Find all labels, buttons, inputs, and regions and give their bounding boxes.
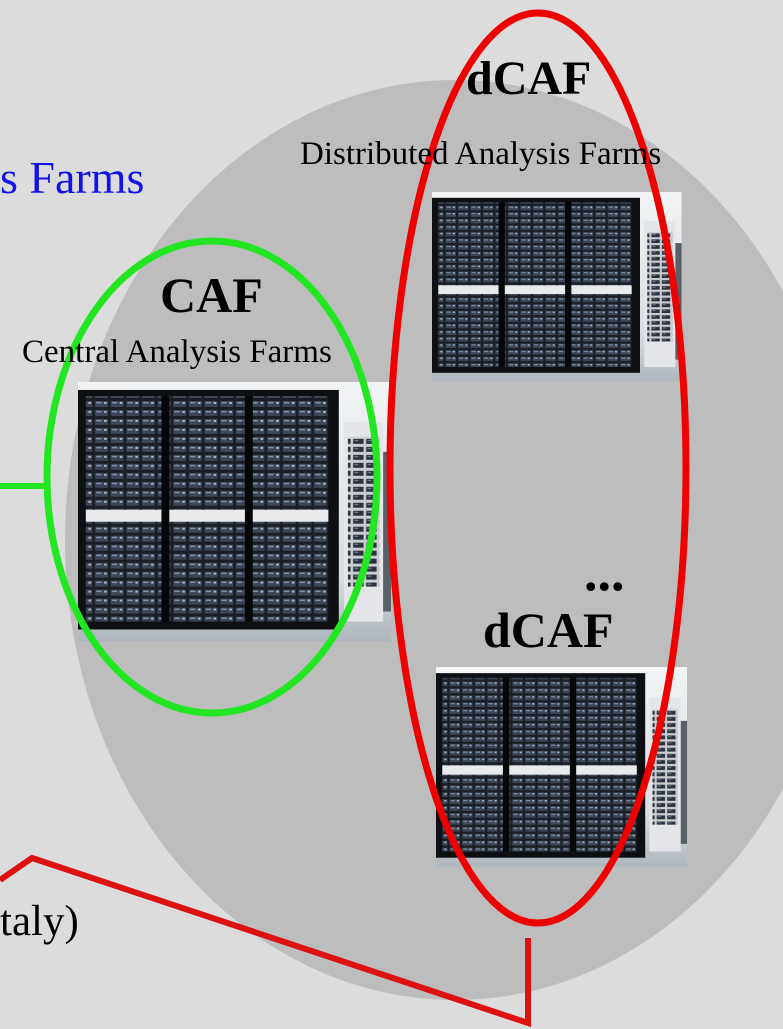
dcaf-ring (386, 9, 690, 927)
dcaf-bottom-title: dCAF (483, 602, 614, 658)
dcaf-top-title: dCAF (466, 52, 592, 105)
caf-subtitle: Central Analysis Farms (22, 334, 332, 370)
dcaf-top-subtitle: Distributed Analysis Farms (300, 136, 662, 172)
caf-server-image (78, 382, 391, 642)
caf-title: CAF (160, 267, 263, 323)
caf-ring (43, 237, 381, 717)
more-dcaf-ellipsis: ... (584, 542, 625, 602)
italy-label-fragment: taly) (0, 898, 79, 945)
dcaf-connector-line (0, 854, 531, 1028)
farms-label-fragment: s Farms (0, 152, 145, 203)
dcaf-top-server-image (432, 192, 682, 382)
